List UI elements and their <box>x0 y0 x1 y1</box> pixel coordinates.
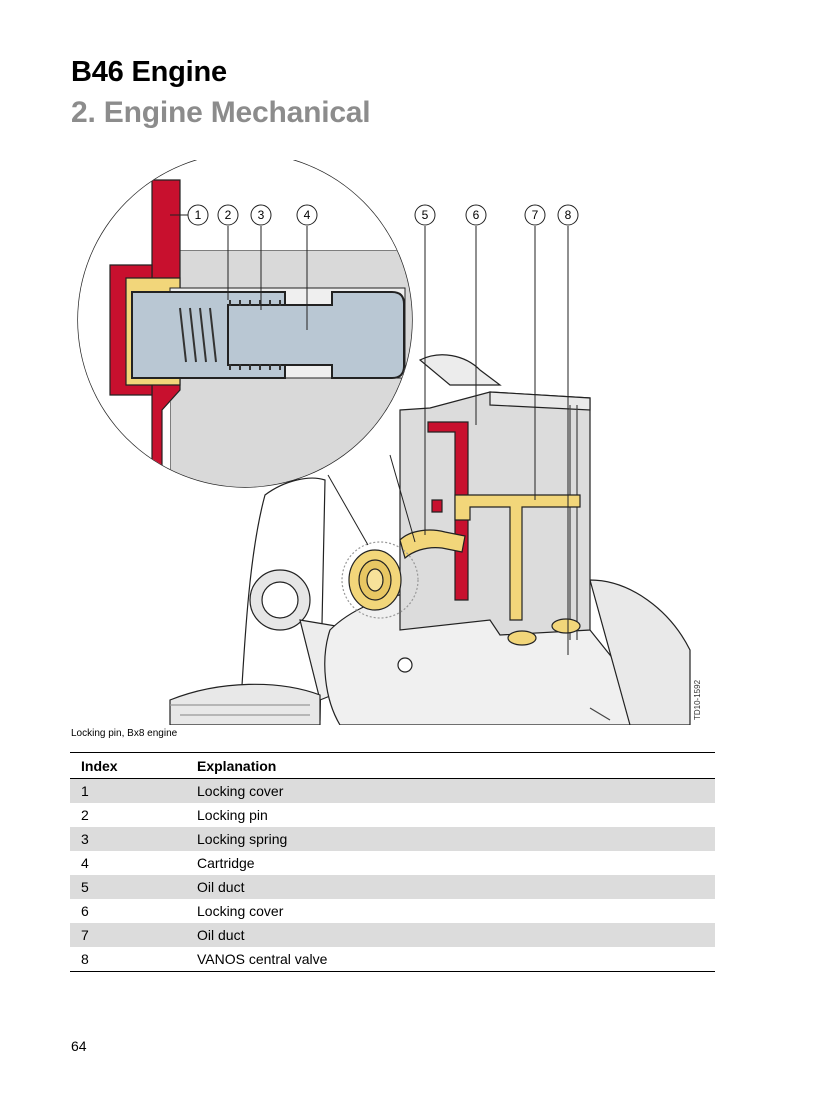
oil-duct-5 <box>399 529 466 560</box>
cartridge-small <box>341 541 419 619</box>
valve-housing <box>399 391 591 640</box>
row-explanation: Locking cover <box>197 903 284 919</box>
row-explanation: VANOS central valve <box>197 951 328 967</box>
row-explanation: Oil duct <box>197 879 245 895</box>
figure-code: TD10-1592 <box>693 679 702 720</box>
callout-label-2: 2 <box>225 208 232 222</box>
figure-caption: Locking pin, Bx8 engine <box>71 728 178 739</box>
callout-4 <box>296 204 318 226</box>
row-explanation: Locking spring <box>197 831 288 847</box>
explanation-table: Index Explanation 1 Locking cover 2 Lock… <box>70 752 715 972</box>
row-explanation: Oil duct <box>197 927 245 943</box>
table-row: 2 Locking pin <box>70 803 715 827</box>
row-index: 6 <box>81 903 89 919</box>
callout-label-1: 1 <box>195 208 202 222</box>
row-index: 4 <box>81 855 89 871</box>
locking-cover-6 <box>427 421 469 601</box>
row-explanation: Locking cover <box>197 783 284 799</box>
row-index: 2 <box>81 807 89 823</box>
callout-label-5: 5 <box>422 208 429 222</box>
page-number: 64 <box>71 1038 87 1054</box>
callout-2 <box>217 204 239 226</box>
row-index: 8 <box>81 951 89 967</box>
table-row: 8 VANOS central valve <box>70 947 715 971</box>
callout-5 <box>414 204 436 226</box>
oil-duct-7 <box>454 494 581 646</box>
callout-6 <box>465 204 487 226</box>
row-index: 3 <box>81 831 89 847</box>
callout-label-7: 7 <box>532 208 539 222</box>
callout-label-3: 3 <box>258 208 265 222</box>
table-row: 1 Locking cover <box>70 779 715 803</box>
row-index: 5 <box>81 879 89 895</box>
table-row: 5 Oil duct <box>70 875 715 899</box>
callout-3 <box>250 204 272 226</box>
row-explanation: Locking pin <box>197 807 268 823</box>
callout-label-4: 4 <box>304 208 311 222</box>
callout-label-8: 8 <box>565 208 572 222</box>
row-index: 7 <box>81 927 89 943</box>
callout-8 <box>557 204 579 226</box>
locking-pin-illustration: 1 2 3 4 5 6 7 8 TD10-1592 <box>77 160 702 725</box>
page-title: B46 Engine <box>71 56 227 88</box>
row-index: 1 <box>81 783 89 799</box>
table-row: 6 Locking cover <box>70 899 715 923</box>
callout-markers <box>170 204 579 655</box>
section-title: 2. Engine Mechanical <box>71 96 371 129</box>
row-explanation: Cartridge <box>197 855 255 871</box>
callout-7 <box>524 204 546 226</box>
zoom-detail <box>78 160 412 487</box>
callout-1 <box>187 204 209 226</box>
header-index: Index <box>81 757 118 774</box>
table-row: 4 Cartridge <box>70 851 715 875</box>
table-row: 7 Oil duct <box>70 923 715 947</box>
header-explanation: Explanation <box>197 757 277 774</box>
table-header-row: Index Explanation <box>70 753 715 779</box>
table-row: 3 Locking spring <box>70 827 715 851</box>
callout-label-6: 6 <box>473 208 480 222</box>
